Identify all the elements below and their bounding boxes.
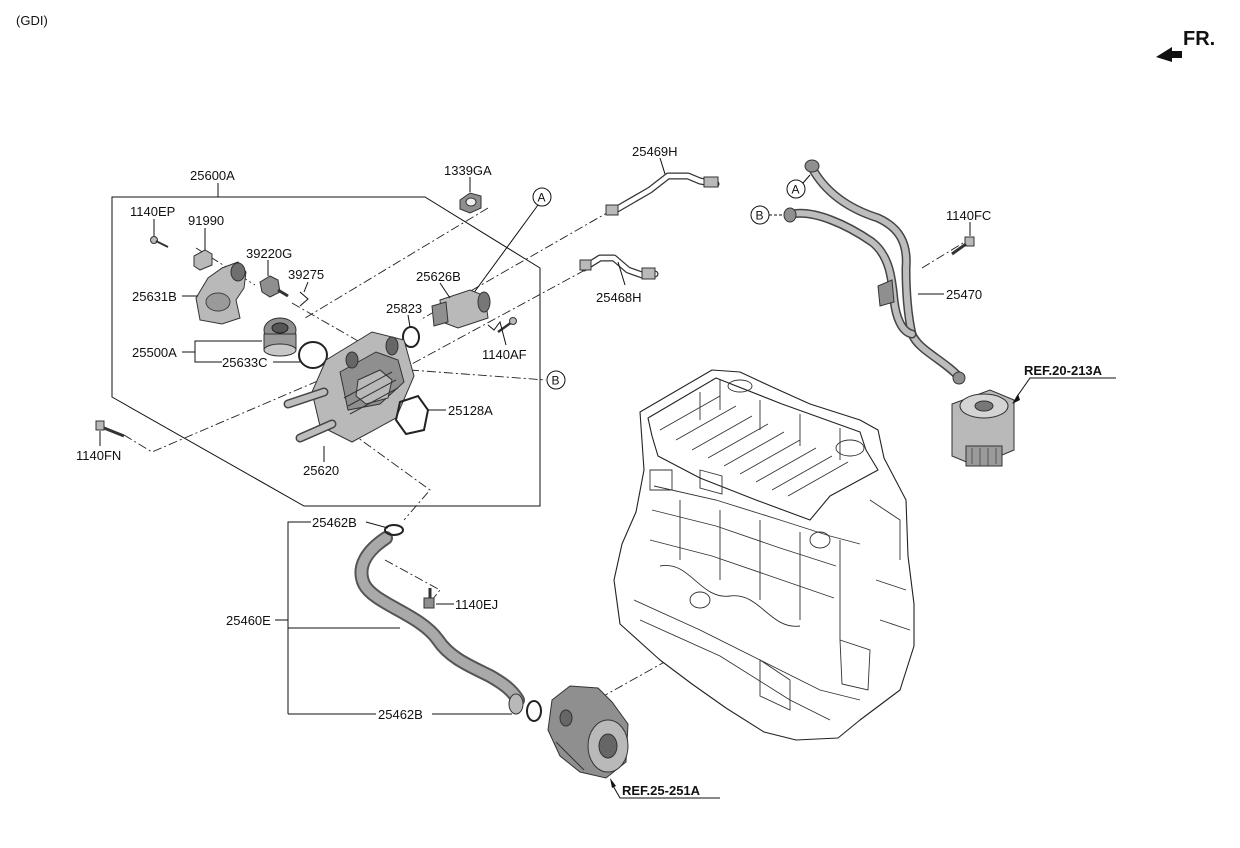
label-1140AF: 1140AF <box>482 347 527 362</box>
label-25823: 25823 <box>386 301 422 316</box>
svg-text:B: B <box>552 374 560 388</box>
front-direction-indicator: FR. <box>1156 28 1215 62</box>
oil-cooler <box>951 389 1015 467</box>
part-91990-bracket <box>193 249 213 271</box>
label-25633C: 25633C <box>222 355 268 370</box>
leader-25500A-b <box>194 352 222 363</box>
label-25462B-bottom: 25462B <box>378 707 423 722</box>
connector-marker-a-right: A <box>786 174 811 199</box>
part-25460E-hose <box>354 524 542 722</box>
part-25468H-hose <box>579 254 659 280</box>
part-25469H-hose <box>605 172 720 216</box>
label-1140EP: 1140EP <box>130 204 175 219</box>
part-1140AF-bolt <box>497 317 517 334</box>
engine-block <box>613 369 915 741</box>
part-1140EP-bolt <box>150 236 169 248</box>
label-25462B-top: 25462B <box>312 515 357 530</box>
part-25470-pipe <box>783 159 966 385</box>
thermostat-assembly-box <box>111 196 541 507</box>
label-39275: 39275 <box>288 267 324 282</box>
leader-25462B-top <box>365 521 389 529</box>
leader-25823 <box>407 314 411 328</box>
variant-label: (GDI) <box>16 13 48 28</box>
water-pump <box>547 685 629 779</box>
leader-1140AF <box>487 320 507 346</box>
label-25128A: 25128A <box>448 403 493 418</box>
leader-25468H <box>617 261 626 286</box>
leader-25469H <box>659 157 666 175</box>
label-25626B: 25626B <box>416 269 461 284</box>
part-25128A-gasket <box>394 394 430 436</box>
svg-text:A: A <box>792 183 800 197</box>
label-25470: 25470 <box>946 287 982 302</box>
part-25823-oring <box>402 326 420 348</box>
label-1140FN: 1140FN <box>76 448 121 463</box>
leader-25626B <box>439 282 451 299</box>
front-arrow-icon <box>1156 47 1182 62</box>
label-25460E: 25460E <box>226 613 271 628</box>
svg-text:B: B <box>756 209 764 223</box>
part-25626B-fitting <box>431 289 491 329</box>
svg-text:REF.20-213A: REF.20-213A <box>1024 363 1103 378</box>
label-1339GA: 1339GA <box>444 163 492 178</box>
svg-text:A: A <box>538 191 546 205</box>
part-25620-housing <box>283 331 415 443</box>
ref-water-pump: REF.25-251A <box>610 778 720 799</box>
front-label: FR. <box>1183 28 1215 50</box>
label-1140EJ: 1140EJ <box>455 597 498 612</box>
svg-text:REF.25-251A: REF.25-251A <box>622 783 701 798</box>
connector-marker-b-right: B <box>750 205 784 225</box>
leader-25500A-a <box>194 340 262 352</box>
label-25631B: 25631B <box>132 289 177 304</box>
label-25468H: 25468H <box>596 290 642 305</box>
connector-marker-b-mid: B <box>546 370 566 390</box>
label-39220G: 39220G <box>246 246 292 261</box>
part-25631B-cover <box>195 261 247 325</box>
label-25469H: 25469H <box>632 144 678 159</box>
label-25500A: 25500A <box>132 345 177 360</box>
label-91990: 91990 <box>188 213 224 228</box>
part-1339GA <box>459 192 482 214</box>
part-39275-washer <box>299 291 309 307</box>
label-25600A: 25600A <box>190 168 235 183</box>
ref-oil-cooler: REF.20-213A <box>1012 363 1116 404</box>
part-1140FC-bolt <box>951 236 975 256</box>
part-1140FN-bolt <box>95 420 125 438</box>
part-25500A-thermostat <box>263 317 297 357</box>
bracket-25460E <box>287 521 311 714</box>
part-1140EJ-bolt <box>423 588 435 609</box>
part-25633C-gasket <box>298 341 328 369</box>
connector-marker-a-top: A <box>469 187 552 299</box>
part-39220G-sensor <box>259 275 289 298</box>
label-25620: 25620 <box>303 463 339 478</box>
leader-39275 <box>303 281 309 293</box>
label-1140FC: 1140FC <box>946 208 991 223</box>
